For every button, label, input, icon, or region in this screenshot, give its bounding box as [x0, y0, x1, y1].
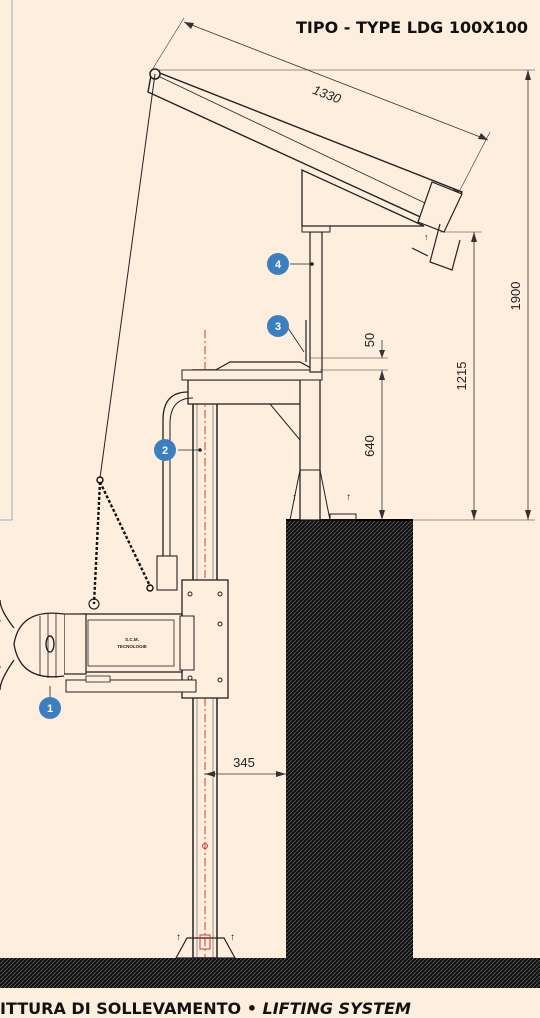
badge-3: 3: [267, 315, 289, 337]
badge-4: 4: [267, 253, 289, 275]
footer-italian: ITTURA DI SOLLEVAMENTO: [0, 1000, 242, 1018]
ground-slab: [0, 958, 540, 988]
badge-1: 1: [39, 697, 61, 719]
diagram-title: TIPO - TYPE LDG 100X100: [295, 18, 528, 37]
dim-gap: 50: [362, 333, 377, 347]
dim-boom-length: 1330: [311, 82, 344, 107]
svg-text:1: 1: [47, 703, 53, 715]
svg-text:↑: ↑: [292, 492, 297, 503]
hose: [162, 391, 189, 560]
svg-text:↑: ↑: [230, 932, 235, 943]
dim-1900: 1900: [158, 69, 535, 521]
svg-text:↑: ↑: [424, 232, 429, 242]
motor-label-2: TECNOLOGIE: [117, 644, 147, 649]
svg-text:3: 3: [275, 321, 281, 333]
dim-345: 345: [205, 755, 286, 777]
concrete-wall: [286, 520, 413, 960]
svg-text:↑: ↑: [176, 932, 181, 943]
badge-2: 2: [154, 439, 176, 461]
footer-separator: •: [246, 1000, 257, 1018]
svg-text:2: 2: [162, 445, 168, 457]
mixer-motor: S.C.M. TECNOLOGIE: [0, 598, 197, 693]
dim-offset: 345: [233, 755, 255, 770]
motor-label-1: S.C.M.: [125, 637, 139, 642]
dim-base-height: 640: [362, 435, 377, 457]
hoist-cable: [99, 73, 156, 479]
footer-english: LIFTING SYSTEM: [262, 1000, 411, 1018]
footer-caption: ITTURA DI SOLLEVAMENTO • LIFTING SYSTEM: [0, 1000, 540, 1018]
wall-arm: ↑ ↑: [181, 320, 357, 521]
dim-total-height: 1900: [508, 282, 523, 311]
dim-1215: 1215: [440, 231, 482, 520]
svg-text:↑: ↑: [346, 492, 351, 503]
jib-column: [301, 168, 425, 373]
dim-50: 50: [310, 333, 388, 359]
svg-text:4: 4: [275, 259, 282, 271]
jib-boom: ↑: [147, 68, 464, 271]
dim-arm-height: 1215: [454, 362, 469, 391]
chain-sling: [92, 476, 154, 605]
dim-640: 640: [320, 369, 388, 520]
